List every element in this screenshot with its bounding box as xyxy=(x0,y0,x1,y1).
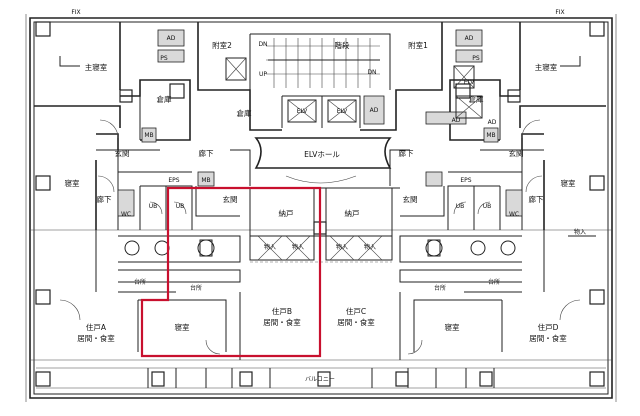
dn-label-1: DN xyxy=(258,41,267,48)
mb-label-mid: MB xyxy=(201,177,210,184)
bedroom-c-label: 寝室 xyxy=(445,322,460,332)
kitchen-label-2: 台所 xyxy=(190,284,202,292)
annex1-label: 附室1 xyxy=(408,40,428,50)
storage-in-label-4: 物入 xyxy=(364,243,376,251)
closet-b-label: 納戸 xyxy=(279,208,294,218)
fix-label-right: FIX xyxy=(555,9,564,16)
kitchen-label-3: 台所 xyxy=(434,284,446,292)
bedroom-left-label: 寝室 xyxy=(65,178,80,188)
unit-d-sub-label: 居間・食室 xyxy=(529,333,567,343)
storage-mid-label: 倉庫 xyxy=(237,108,252,118)
core xyxy=(157,22,483,186)
ub-label-4: UB xyxy=(483,203,492,210)
storage-in-label-5: 物入 xyxy=(574,228,586,236)
unit-b-label: 住戸B xyxy=(272,306,292,316)
storage-in-label-2: 物入 xyxy=(292,243,304,251)
unit-c-sub-label: 居間・食室 xyxy=(337,317,375,327)
up-label: UP xyxy=(259,71,267,78)
closet-c-label: 納戸 xyxy=(345,208,360,218)
unit-b-highlight xyxy=(140,186,322,358)
storage-in-label-1: 物入 xyxy=(264,243,276,251)
eps-label-right: EPS xyxy=(460,177,471,184)
ad-label-2: AD xyxy=(465,35,474,42)
master-bedroom-right-label: 主寝室 xyxy=(535,62,558,72)
fix-label-left: FIX xyxy=(71,9,80,16)
balcony-label: バルコニー xyxy=(305,376,335,383)
ub-label-1: UB xyxy=(149,203,158,210)
master-bedroom-left-label: 主寝室 xyxy=(85,62,108,72)
ad-label-3: AD xyxy=(370,107,379,114)
ps-label-right: PS xyxy=(472,55,480,62)
unit-a-sub-label: 居間・食室 xyxy=(77,333,115,343)
bedroom-b-label: 寝室 xyxy=(175,322,190,332)
bedroom-right-label: 寝室 xyxy=(561,178,576,188)
stairs-label: 階段 xyxy=(335,40,350,50)
storage-in-label-3: 物入 xyxy=(336,243,348,251)
mb-label-left: MB xyxy=(144,132,153,139)
unit-b-sub-label: 居間・食室 xyxy=(263,317,301,327)
kitchen-label-4: 台所 xyxy=(488,278,500,286)
eps-label-left: EPS xyxy=(168,177,179,184)
balcony-edge xyxy=(147,368,495,388)
elv-label-2: ELV xyxy=(337,108,348,115)
right-wing xyxy=(399,22,606,352)
kitchen-label-1: 台所 xyxy=(134,278,146,286)
elv-label-3: ELV xyxy=(464,79,475,86)
entrance-label-4: 玄関 xyxy=(509,148,524,158)
wc-label-1: WC xyxy=(121,211,131,218)
elv-label-1: ELV xyxy=(297,108,308,115)
ad-label-1: AD xyxy=(167,35,176,42)
storage-left-label: 倉庫 xyxy=(157,94,172,104)
annex2-label: 附室2 xyxy=(212,40,232,50)
storage-right-label: 倉庫 xyxy=(469,94,484,104)
wc-label-2: WC xyxy=(509,211,519,218)
unit-c-label: 住戸C xyxy=(346,306,366,316)
corridor-label-2: 廊下 xyxy=(97,194,112,204)
elv-hall-label: ELVホール xyxy=(304,150,340,159)
corridor-label-1: 廊下 xyxy=(199,148,214,158)
corridor-label-4: 廊下 xyxy=(529,194,544,204)
ad-label-4: AD xyxy=(452,117,461,124)
ad-label-5: AD xyxy=(488,119,497,126)
entrance-label-1: 玄関 xyxy=(115,148,130,158)
center-units xyxy=(205,187,423,360)
room-labels: FIX FIX 主寝室 主寝室 附室2 附室1 階段 倉庫 倉庫 倉庫 AD A… xyxy=(65,9,587,383)
dn-label-2: DN xyxy=(367,69,376,76)
unit-d-label: 住戸D xyxy=(538,322,559,332)
ub-label-2: UB xyxy=(176,203,185,210)
ps-label-left: PS xyxy=(160,55,168,62)
ub-label-3: UB xyxy=(456,203,465,210)
corridor-label-3: 廊下 xyxy=(399,148,414,158)
mb-label-right: MB xyxy=(486,132,495,139)
unit-a-label: 住戸A xyxy=(86,322,107,332)
entrance-label-3: 玄関 xyxy=(403,194,418,204)
entrance-label-2: 玄関 xyxy=(223,194,238,204)
